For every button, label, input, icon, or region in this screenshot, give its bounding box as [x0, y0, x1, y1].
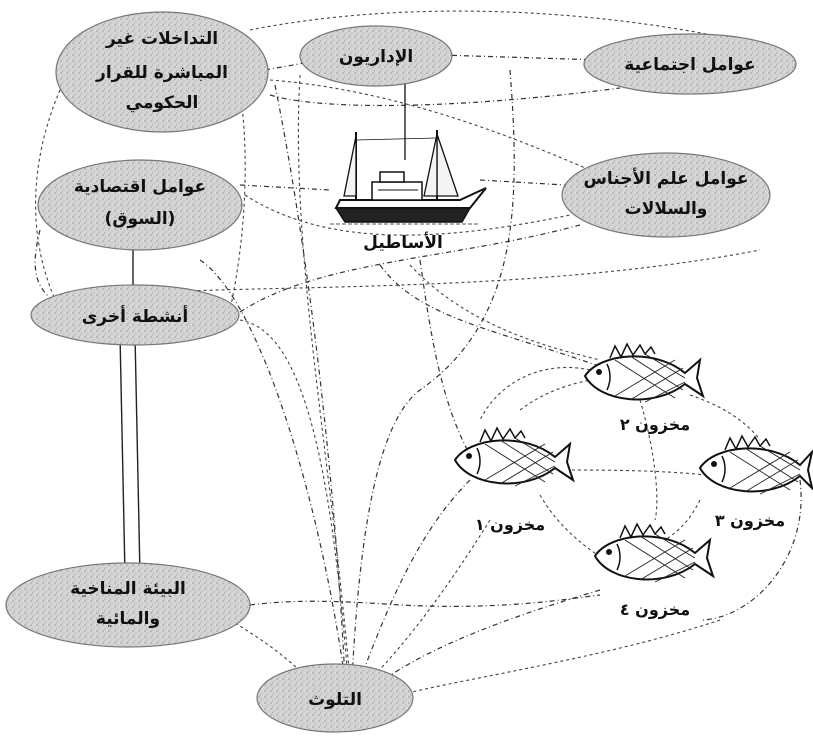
stock-fish-3: [698, 434, 813, 495]
node-indirect-line-1: التداخلات غير: [105, 29, 218, 49]
stock-4-label: مخزون ٤: [620, 600, 690, 619]
node-ethnic-line-2: والسلالات: [625, 199, 708, 219]
fishing-boat-icon: [330, 130, 487, 225]
node-climate-line-2: والمائية: [96, 609, 160, 629]
node-managers: الإداريون: [299, 25, 453, 87]
node-ethnic-line-1: عوامل علم الأجناس: [583, 168, 748, 189]
fish-icon: [583, 342, 705, 403]
node-economic-factors: عوامل اقتصادية (السوق): [37, 159, 243, 251]
node-other-label: أنشطة أخرى: [82, 305, 189, 327]
node-social-factors: عوامل اجتماعية: [583, 33, 797, 95]
node-indirect-line-3: الحكومي: [126, 93, 199, 113]
stock-1-label: مخزون ١: [475, 515, 545, 534]
fish-icon: [593, 522, 715, 583]
node-ethnic-factors: عوامل علم الأجناس والسلالات: [561, 152, 771, 238]
node-managers-label: الإداريون: [339, 47, 413, 67]
node-economic-line-1: عوامل اقتصادية: [74, 177, 206, 197]
node-social-label: عوامل اجتماعية: [624, 55, 755, 75]
node-other-activities: أنشطة أخرى: [30, 284, 240, 346]
node-indirect-line-2: المباشرة للقرار: [95, 63, 228, 83]
fish-icon: [453, 426, 575, 487]
node-economic-line-2: (السوق): [105, 209, 176, 229]
node-pollution-label: التلوث: [308, 690, 362, 710]
node-climate-line-1: البيئة المناخية: [70, 579, 186, 599]
node-indirect-interventions: التداخلات غير المباشرة للقرار الحكومي: [55, 11, 269, 133]
stock-fish-1: [453, 426, 575, 487]
stock-fish-2: [583, 342, 705, 403]
fleet-label: الأساطيل: [363, 232, 443, 253]
fish-icon: [698, 434, 813, 495]
stock-fish-4: [593, 522, 715, 583]
node-pollution: التلوث: [256, 663, 414, 733]
node-climate-environment: البيئة المناخية والمائية: [5, 562, 251, 648]
stock-2-label: مخزون ٢: [620, 415, 690, 434]
stock-3-label: مخزون ٣: [715, 511, 785, 530]
